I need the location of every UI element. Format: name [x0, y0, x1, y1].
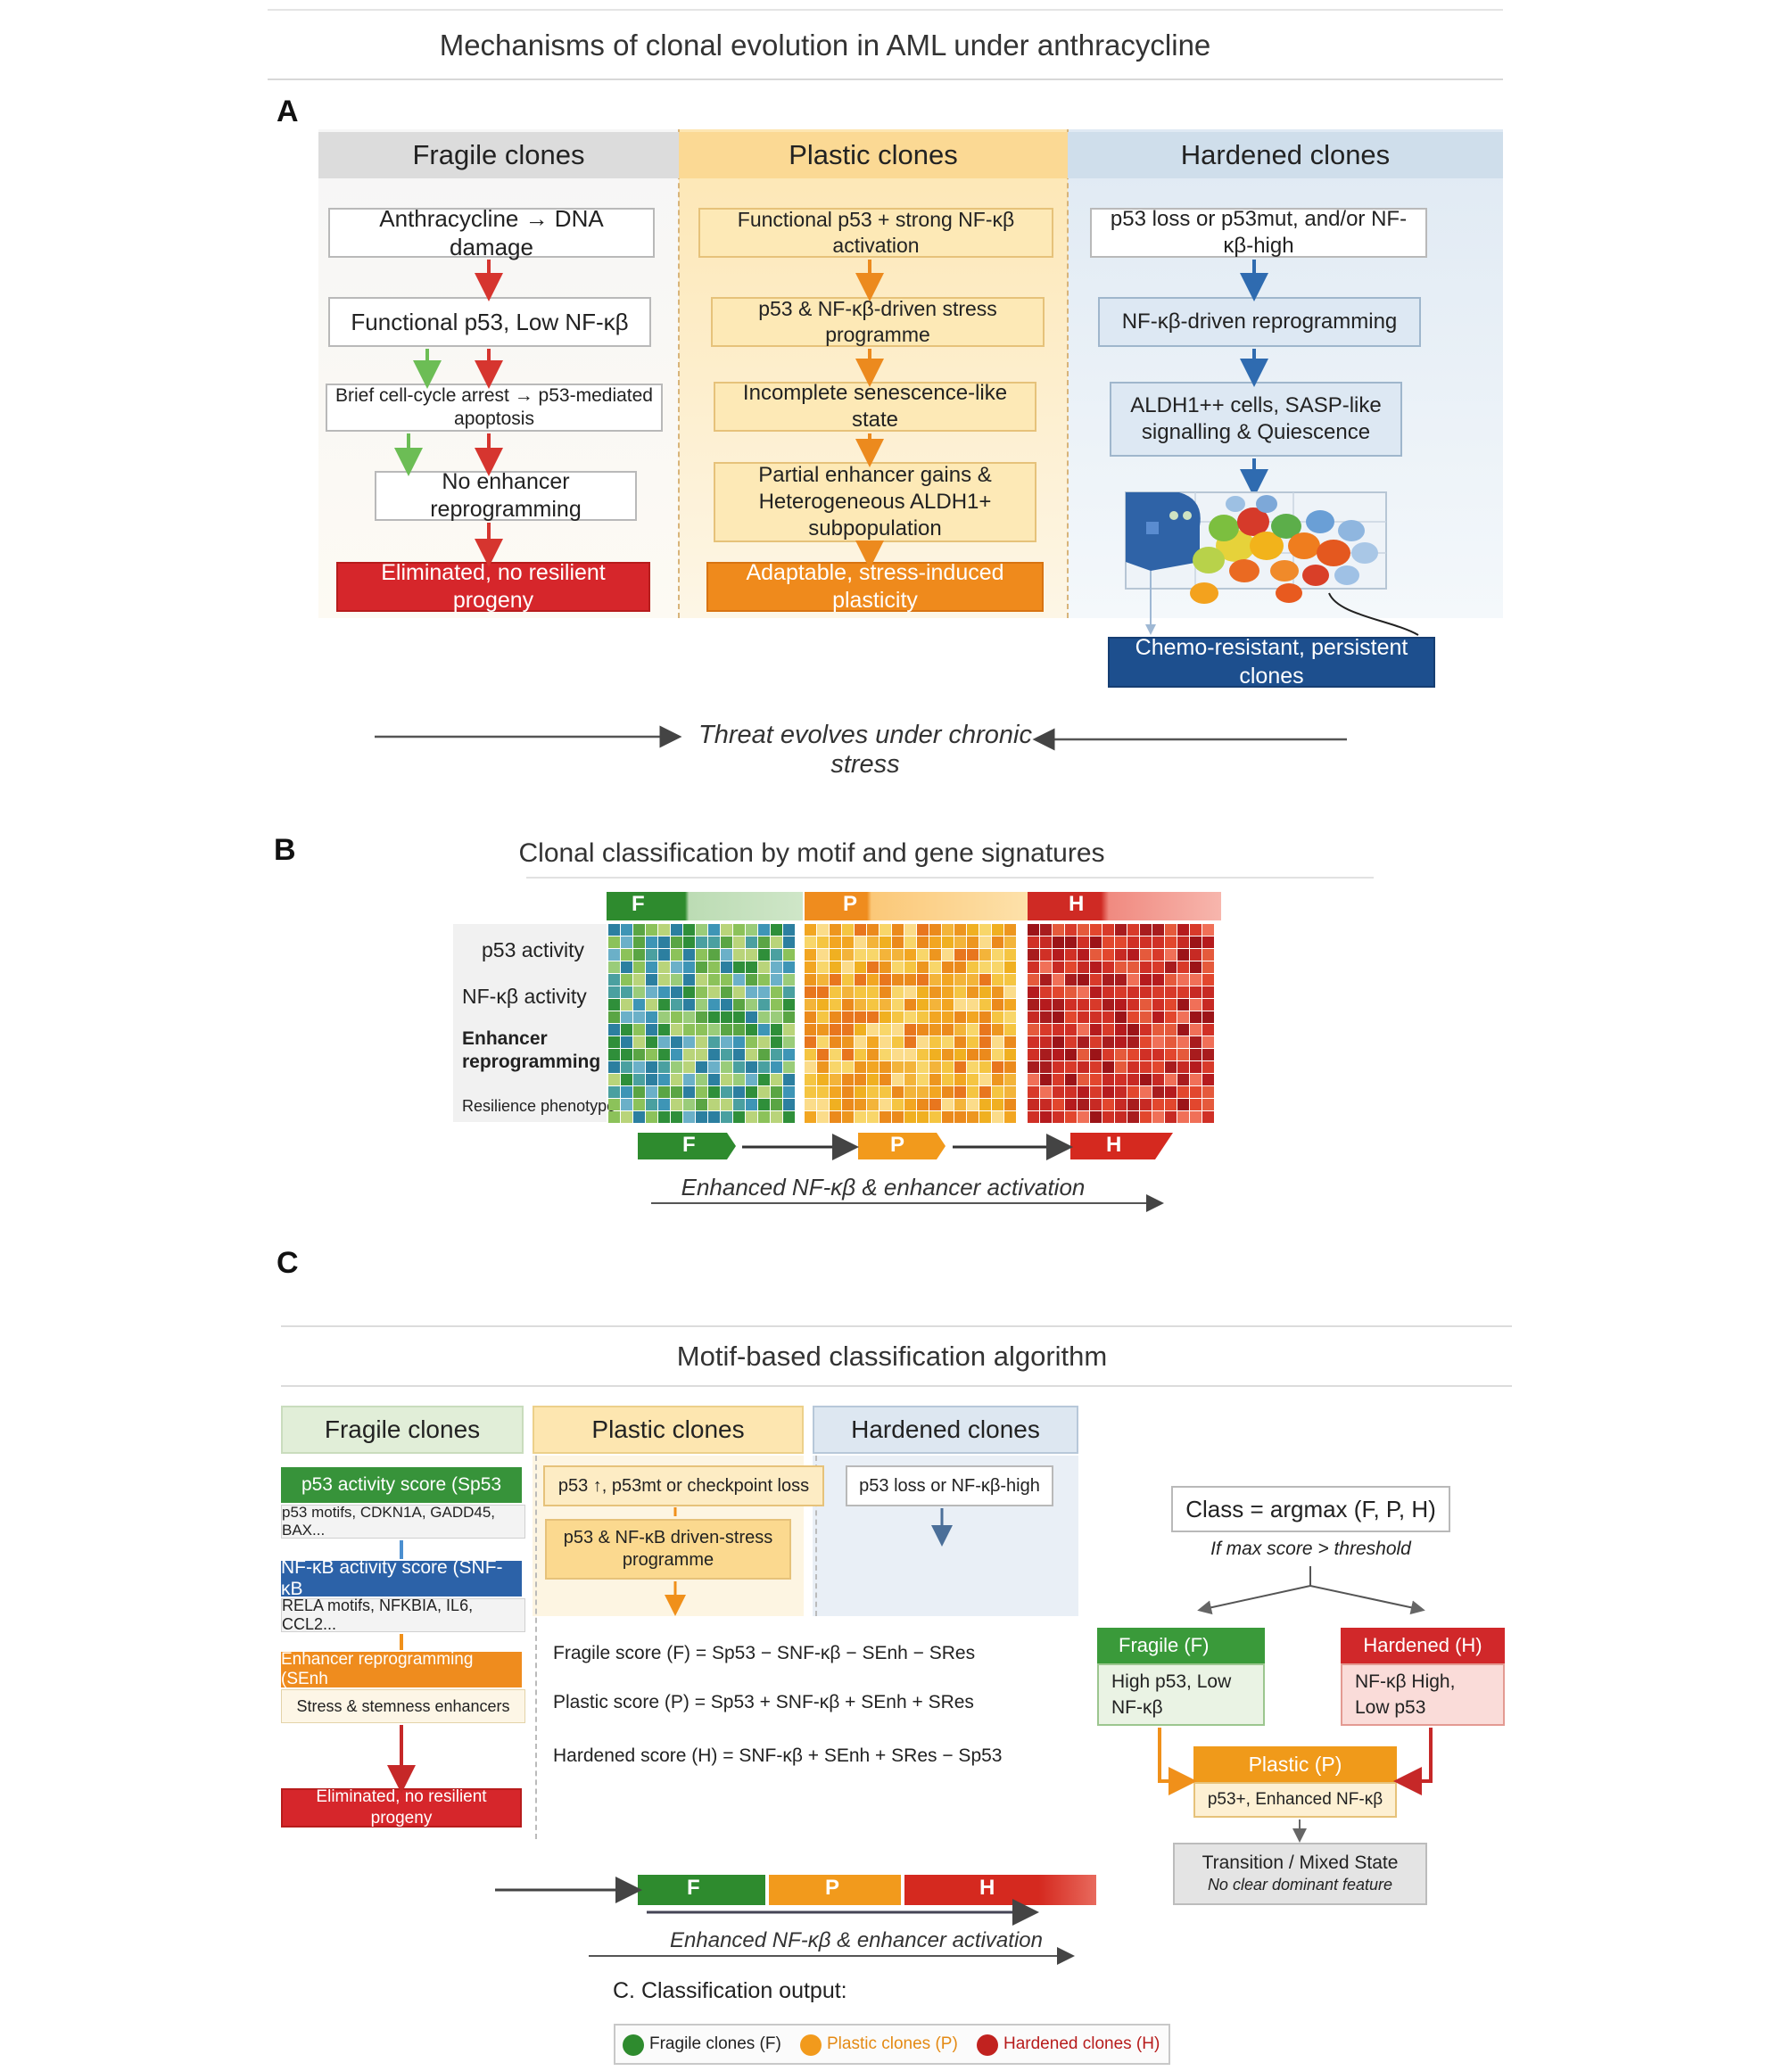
progression-f: F: [682, 1133, 696, 1157]
plastic-class-body: p53+, Enhanced NF-κβ: [1193, 1782, 1397, 1818]
hardened-header: Hardened clones: [1068, 132, 1503, 178]
fragile-step-3: Brief cell-cycle arrest → p53-mediated a…: [326, 384, 663, 432]
hardened-outcome: Chemo-resistant, persistent clones: [1108, 635, 1435, 689]
panel-a-letter: A: [277, 95, 299, 128]
c-fragile-outcome: Eliminated, no resilient progeny: [281, 1787, 522, 1828]
panel-b-letter: B: [274, 833, 296, 867]
c-plastic-box-1: p53 ↑, p53mt or checkpoint loss: [543, 1465, 824, 1506]
cell-cluster-illustration: [1125, 491, 1419, 636]
panel-b-caption: Enhanced NF-κβ & enhancer activation: [681, 1174, 1086, 1201]
formula-fragile: Fragile score (F) = Sp53 − SNF-κβ − SEnh…: [553, 1643, 976, 1663]
class-rule-box: Class = argmax (F, P, H): [1171, 1486, 1450, 1532]
class-condition: If max score > threshold: [1210, 1539, 1411, 1559]
c-hardened-header: Hardened clones: [813, 1406, 1078, 1454]
top-rule: [268, 9, 1503, 11]
legend-hardened-label: Hardened clones (H): [1003, 2034, 1160, 2053]
c-bar-label-h: H: [979, 1876, 995, 1900]
panel-c-letter: C: [277, 1246, 299, 1280]
c-bar-caption: Enhanced NF-κβ & enhancer activation: [670, 1928, 1043, 1952]
fragile-step-1: Anthracycline → DNA damage: [328, 205, 655, 260]
fragile-step-2: Functional p53, Low NF-κβ: [328, 297, 651, 347]
title-rule: [268, 78, 1503, 80]
c-plastic-header: Plastic clones: [533, 1406, 804, 1454]
heatmap-col-p: P: [843, 892, 858, 916]
c-p53-score-head: p53 activity score (Sp53: [281, 1467, 522, 1503]
mixed-state-box: Transition / Mixed State No clear domina…: [1173, 1843, 1427, 1905]
c-bar-label-f: F: [687, 1876, 700, 1900]
c-nfkb-score-sub: RELA motifs, NFKBIA, IL6, CCL2...: [281, 1597, 525, 1633]
c-legend-box: [614, 2024, 1170, 2065]
c-bar-f: [638, 1875, 765, 1905]
c-p53-score-sub: p53 motifs, CDKN1A, GADD45, BAX...: [281, 1504, 525, 1539]
fragile-header: Fragile clones: [318, 132, 679, 178]
page-title: Mechanisms of clonal evolution in AML un…: [439, 29, 1211, 62]
fragile-outcome: Eliminated, no resilient progeny: [336, 560, 650, 613]
row-label-nfkb: NF-κβ activity: [462, 985, 587, 1008]
c-bar-p: [769, 1875, 901, 1905]
plastic-step-4: Partial enhancer gains & Heterogeneous A…: [714, 462, 1036, 542]
column-separator: [1067, 129, 1069, 618]
c-fragile-header: Fragile clones: [281, 1406, 524, 1454]
legend-plastic-dot: [800, 2034, 822, 2056]
panel-b-title-rule: [526, 877, 1374, 879]
progression-h: H: [1106, 1133, 1122, 1157]
c-output-title: C. Classification output:: [613, 1978, 847, 2003]
hardened-step-1: p53 loss or p53mut, and/or NF-κβ-high: [1090, 207, 1427, 258]
c-enh-score-head: Enhancer reprogramming (SEnh: [281, 1650, 522, 1688]
legend-fragile-label: Fragile clones (F): [649, 2034, 781, 2053]
panel-b-title: Clonal classification by motif and gene …: [518, 838, 1105, 868]
heatmap-header-p: [805, 892, 1028, 920]
hardened-class-head: Hardened (H): [1341, 1628, 1505, 1663]
hardened-class-body: NF-κβ High, Low p53: [1341, 1663, 1505, 1726]
legend-fragile-dot: [623, 2034, 644, 2056]
column-separator: [678, 129, 680, 618]
mixed-state-head: Transition / Mixed State: [1202, 1852, 1399, 1873]
hardened-step-3: ALDH1++ cells, SASP-like signalling & Qu…: [1110, 382, 1402, 457]
c-bar-h: [904, 1875, 1096, 1905]
c-nfkb-score-head: NF-κB activity score (SNF-κB: [281, 1557, 522, 1599]
heatmap-col-h: H: [1069, 892, 1085, 916]
c-hardened-box: p53 loss or NF-κβ-high: [846, 1465, 1053, 1506]
heatmap-col-f: F: [632, 892, 645, 916]
panel-c-title-rule: [281, 1385, 1512, 1387]
plastic-step-1: Functional p53 + strong NF-κβ activation: [698, 208, 1053, 258]
heatmap-header-f: [607, 892, 803, 920]
legend-hardened-dot: [977, 2034, 998, 2056]
formula-plastic: Plastic score (P) = Sp53 + SNF-κβ + SEnh…: [553, 1692, 974, 1712]
row-label-resilience: Resilience phenotype: [462, 1097, 616, 1115]
c-plastic-box-2: p53 & NF-κB driven-stress programme: [545, 1519, 791, 1580]
panel-c-top-rule: [281, 1325, 1512, 1327]
fragile-class-head: Fragile (F): [1097, 1628, 1265, 1663]
c-bar-label-p: P: [825, 1876, 840, 1900]
formula-hardened: Hardened score (H) = SNF-κβ + SEnh + SRe…: [553, 1745, 1003, 1766]
row-label-p53: p53 activity: [482, 938, 585, 961]
plastic-outcome: Adaptable, stress-induced plasticity: [706, 560, 1044, 613]
heatmap-row-labels-bg: [453, 924, 607, 1122]
panel-c-title: Motif-based classification algorithm: [676, 1341, 1108, 1372]
progression-p: P: [890, 1133, 905, 1157]
threat-caption: Threat evolves under chronic stress: [698, 721, 1032, 779]
c-column-separator: [815, 1456, 817, 1616]
legend-plastic-label: Plastic clones (P): [827, 2034, 958, 2053]
fragile-step-4: No enhancer reprogramming: [375, 469, 637, 522]
c-column-separator: [535, 1456, 537, 1839]
mixed-state-body: No clear dominant feature: [1207, 1876, 1393, 1894]
fragile-class-body: High p53, Low NF-κβ: [1097, 1663, 1265, 1726]
heatmap-header-h: [1028, 892, 1221, 920]
c-enh-score-sub: Stress & stemness enhancers: [281, 1689, 525, 1723]
plastic-class-head: Plastic (P): [1193, 1746, 1397, 1782]
row-label-enhancer: Enhancer reprogramming: [462, 1028, 601, 1073]
plastic-header: Plastic clones: [679, 132, 1068, 178]
